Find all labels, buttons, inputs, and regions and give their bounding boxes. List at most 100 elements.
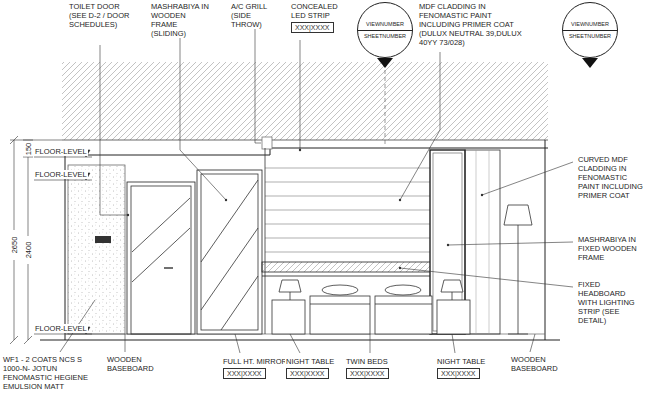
dimension-line	[10, 136, 18, 144]
twin-beds	[310, 296, 370, 334]
callout-tag: CONCEALED LED STRIP XXX|XXXX	[290, 2, 354, 33]
ceiling-line	[262, 137, 272, 149]
callout-heading: TWIN BEDS	[346, 357, 389, 366]
callout-tag: FULL HT. MIRROR XXX|XXXX	[222, 357, 288, 379]
dimension-line	[14, 260, 15, 340]
door	[127, 182, 195, 334]
callout-note: WOODEN BASEBOARD	[106, 355, 156, 373]
callout-heading: CONCEALED LED STRIP	[291, 2, 353, 20]
night-table	[272, 280, 470, 334]
ceiling-line	[62, 137, 548, 155]
wall-finish	[68, 165, 125, 334]
leader-line	[235, 334, 240, 353]
callout-note: WOODEN BASEBOARD	[510, 355, 560, 373]
twin-beds	[375, 304, 432, 305]
leader-dot	[399, 199, 401, 201]
leader-dot	[127, 214, 129, 216]
view-number: VIEWNUMBER	[358, 21, 412, 31]
sliding-mashrabiya	[197, 170, 262, 334]
signage	[95, 236, 111, 243]
dimension-line	[23, 157, 33, 158]
leader-line	[255, 26, 261, 143]
sliding-mashrabiya	[201, 174, 258, 330]
night-table	[452, 292, 453, 300]
leader-line	[400, 52, 440, 200]
reference-tag: XXX|XXXX	[223, 368, 266, 379]
section-marker-arrow	[582, 58, 598, 68]
ceiling-hatch	[62, 140, 548, 141]
level-mark	[34, 180, 92, 181]
dimension-line	[10, 140, 62, 141]
door	[132, 198, 190, 252]
headboard	[262, 276, 432, 277]
callout-note: FIXED HEADBOARD WITH LIGHTING STRIP (SEE…	[577, 280, 647, 325]
callout-note: MASHRABIYA IN WOODEN FRAME (SLIDING)	[150, 2, 214, 38]
callout-note: MASHRABIYA IN FIXED WOODEN FRAME	[577, 235, 647, 262]
callout-note: A/C GRILL (SIDE THROW)	[230, 2, 284, 29]
signage	[95, 236, 111, 243]
wall-cladding	[265, 196, 430, 197]
sliding-mashrabiya	[201, 228, 258, 310]
leader-dot	[447, 244, 449, 246]
callout-heading: FULL HT. MIRROR	[223, 357, 287, 366]
leader-line	[180, 37, 226, 200]
level-mark	[34, 150, 92, 334]
callout-tag: TWIN BEDSXXX|XXXX	[345, 357, 390, 379]
night-table	[290, 292, 291, 300]
callout-note: WF1 - 2 COATS NCS S 1000-N- JOTUN FENOMA…	[2, 355, 104, 391]
wall-cladding	[265, 224, 430, 225]
night-table	[279, 280, 301, 292]
door	[131, 186, 191, 334]
reference-tag: XXX|XXXX	[286, 368, 329, 379]
callout-note: TOILET DOOR (SEE D-2 / DOOR SCHEDULES)	[68, 2, 132, 29]
sliding-mashrabiya	[197, 170, 262, 334]
wall-cladding	[265, 148, 266, 334]
sheet-number: SHEETNUMBER	[364, 31, 406, 40]
callout-note: MDF CLADDING IN FENOMASTIC PAINT INCLUDI…	[418, 2, 530, 47]
section-line	[385, 70, 386, 146]
leader-line	[448, 242, 573, 245]
leader-dot	[399, 267, 401, 269]
level-label: FLOOR-LEVEL	[34, 324, 88, 333]
reference-tag: XXX|XXXX	[437, 368, 480, 379]
sliding-mashrabiya	[201, 180, 258, 262]
door	[164, 267, 173, 268]
ceiling-hatch	[62, 62, 548, 140]
dimension-value: 150	[24, 141, 33, 156]
floor-lamp	[504, 205, 532, 334]
level-mark	[34, 157, 92, 158]
leader-line	[370, 334, 371, 353]
leader-line	[60, 26, 573, 353]
level-label: FLOOR-LEVEL	[34, 170, 88, 179]
reference-tag: XXX|XXXX	[291, 22, 334, 33]
leader-dot	[481, 194, 483, 196]
leader-line	[452, 334, 455, 353]
dimension-line	[14, 140, 15, 230]
dimension-line	[23, 140, 33, 141]
door	[127, 182, 195, 334]
level-label: FLOOR-LEVEL	[34, 147, 88, 156]
leader-line	[530, 334, 535, 352]
section-marker-arrow	[377, 58, 598, 68]
door	[132, 228, 190, 282]
night-table	[441, 280, 463, 292]
twin-beds	[322, 285, 358, 295]
section-line	[385, 70, 386, 146]
floor-lamp	[504, 205, 532, 225]
floor-lamp	[508, 334, 528, 335]
section-marker: VIEWNUMBERSHEETNUMBER	[357, 2, 413, 58]
sheet-number: SHEETNUMBER	[569, 31, 611, 40]
leader-line	[400, 268, 573, 287]
leader-line	[300, 40, 301, 150]
wall-finish	[68, 165, 125, 334]
leader-line	[100, 45, 128, 215]
dimension-line	[28, 264, 29, 340]
wall-cladding	[265, 252, 430, 253]
wall-cladding	[265, 182, 430, 183]
callout-heading: NIGHT TABLE	[437, 357, 485, 366]
